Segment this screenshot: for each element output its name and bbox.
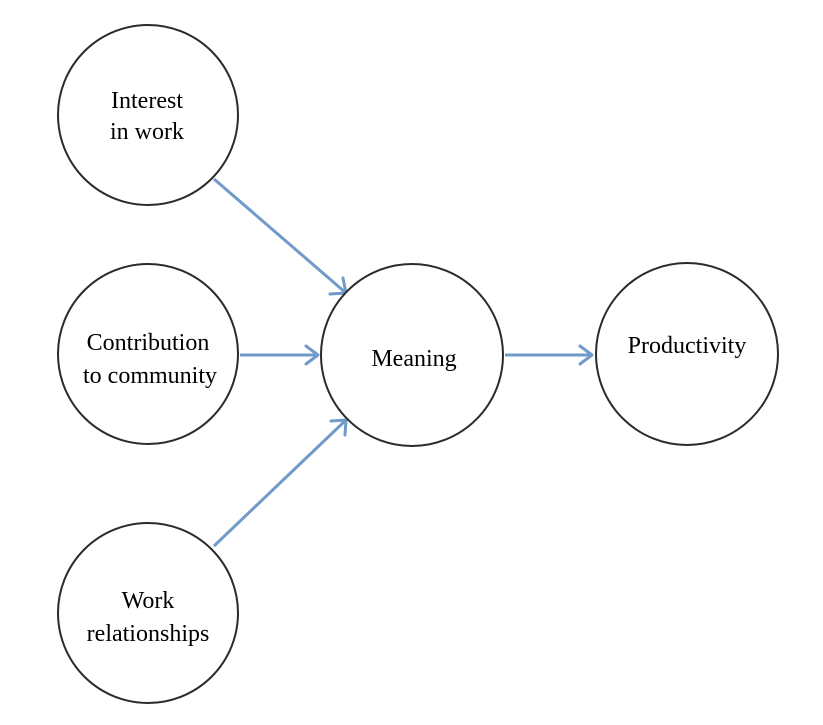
node-work-relationships: Work relationships (57, 522, 239, 704)
node-contribution-line1: Contribution (87, 330, 210, 356)
edge-interest-to-meaning (213, 177, 348, 296)
node-interest-line1: Interest (111, 88, 183, 114)
node-contribution-line2: to community (83, 363, 217, 389)
node-work-relationships-line2: relationships (87, 621, 210, 647)
edge-contribution-to-meaning (240, 344, 320, 366)
node-work-relationships-line1: Work (122, 588, 175, 614)
edge-work-relationships-to-meaning (212, 418, 348, 548)
edge-meaning-to-productivity (505, 344, 594, 366)
node-productivity-label: Productivity (628, 333, 747, 359)
node-meaning: Meaning (320, 263, 504, 447)
node-interest-line2: in work (110, 119, 184, 145)
node-contribution-to-community: Contribution to community (57, 263, 239, 445)
node-productivity: Productivity (595, 262, 779, 446)
node-meaning-label: Meaning (371, 346, 456, 372)
node-interest-in-work: Interest in work (57, 24, 239, 206)
